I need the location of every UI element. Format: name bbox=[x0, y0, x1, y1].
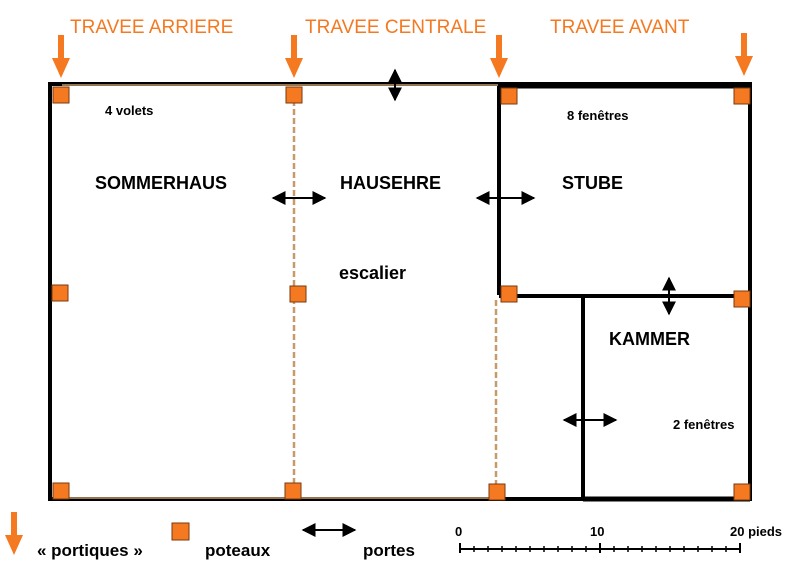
post-icon bbox=[500, 87, 518, 105]
scale-tick-label-0: 0 bbox=[455, 524, 462, 539]
bay-label-arriere: TRAVEE ARRIERE bbox=[70, 17, 233, 38]
scale-tick-label-20: 20 pieds bbox=[730, 524, 782, 539]
legend-poteaux-label: poteaux bbox=[205, 541, 271, 560]
room-label-stube: STUBE bbox=[562, 173, 623, 193]
portique-arrow-icon bbox=[490, 35, 508, 78]
room-label-sommerhaus: SOMMERHAUS bbox=[95, 173, 227, 193]
door-arrows bbox=[271, 68, 676, 427]
scale-tick-label-10: 10 bbox=[590, 524, 604, 539]
post-icon bbox=[52, 86, 70, 104]
post-icon bbox=[51, 284, 69, 302]
portique-arrow-icon bbox=[52, 35, 70, 78]
note-volets: 4 volets bbox=[105, 103, 153, 118]
post-icon bbox=[52, 482, 70, 500]
post-icon bbox=[733, 87, 751, 105]
post-icon bbox=[285, 86, 303, 104]
room-label-hausehre: HAUSEHRE bbox=[340, 173, 441, 193]
post-icon bbox=[733, 483, 751, 501]
note-fenetres-stube: 8 fenêtres bbox=[567, 108, 628, 123]
room-label-kammer: KAMMER bbox=[609, 329, 690, 349]
portique-arrows bbox=[52, 33, 753, 78]
scale-ticks bbox=[459, 543, 741, 553]
legend: « portiques » poteaux portes bbox=[5, 512, 415, 560]
legend-portiques-label: « portiques » bbox=[37, 541, 143, 560]
legend-poteau-icon bbox=[171, 522, 190, 541]
scale-bar: 0 10 20 pieds bbox=[455, 524, 782, 553]
posts bbox=[51, 86, 751, 501]
bay-label-avant: TRAVEE AVANT bbox=[550, 17, 690, 38]
post-icon bbox=[284, 482, 302, 500]
post-icon bbox=[289, 285, 307, 303]
note-escalier: escalier bbox=[339, 263, 406, 283]
outer-wall bbox=[48, 82, 752, 501]
bay-label-centrale: TRAVEE CENTRALE bbox=[305, 17, 486, 38]
post-icon bbox=[733, 290, 751, 308]
post-icon bbox=[500, 285, 518, 303]
note-fenetres-kammer: 2 fenêtres bbox=[673, 417, 734, 432]
legend-portique-icon bbox=[5, 512, 23, 555]
portique-arrow-icon bbox=[285, 35, 303, 78]
legend-portes-label: portes bbox=[363, 541, 415, 560]
post-icon bbox=[488, 483, 506, 501]
portique-arrow-icon bbox=[735, 33, 753, 76]
